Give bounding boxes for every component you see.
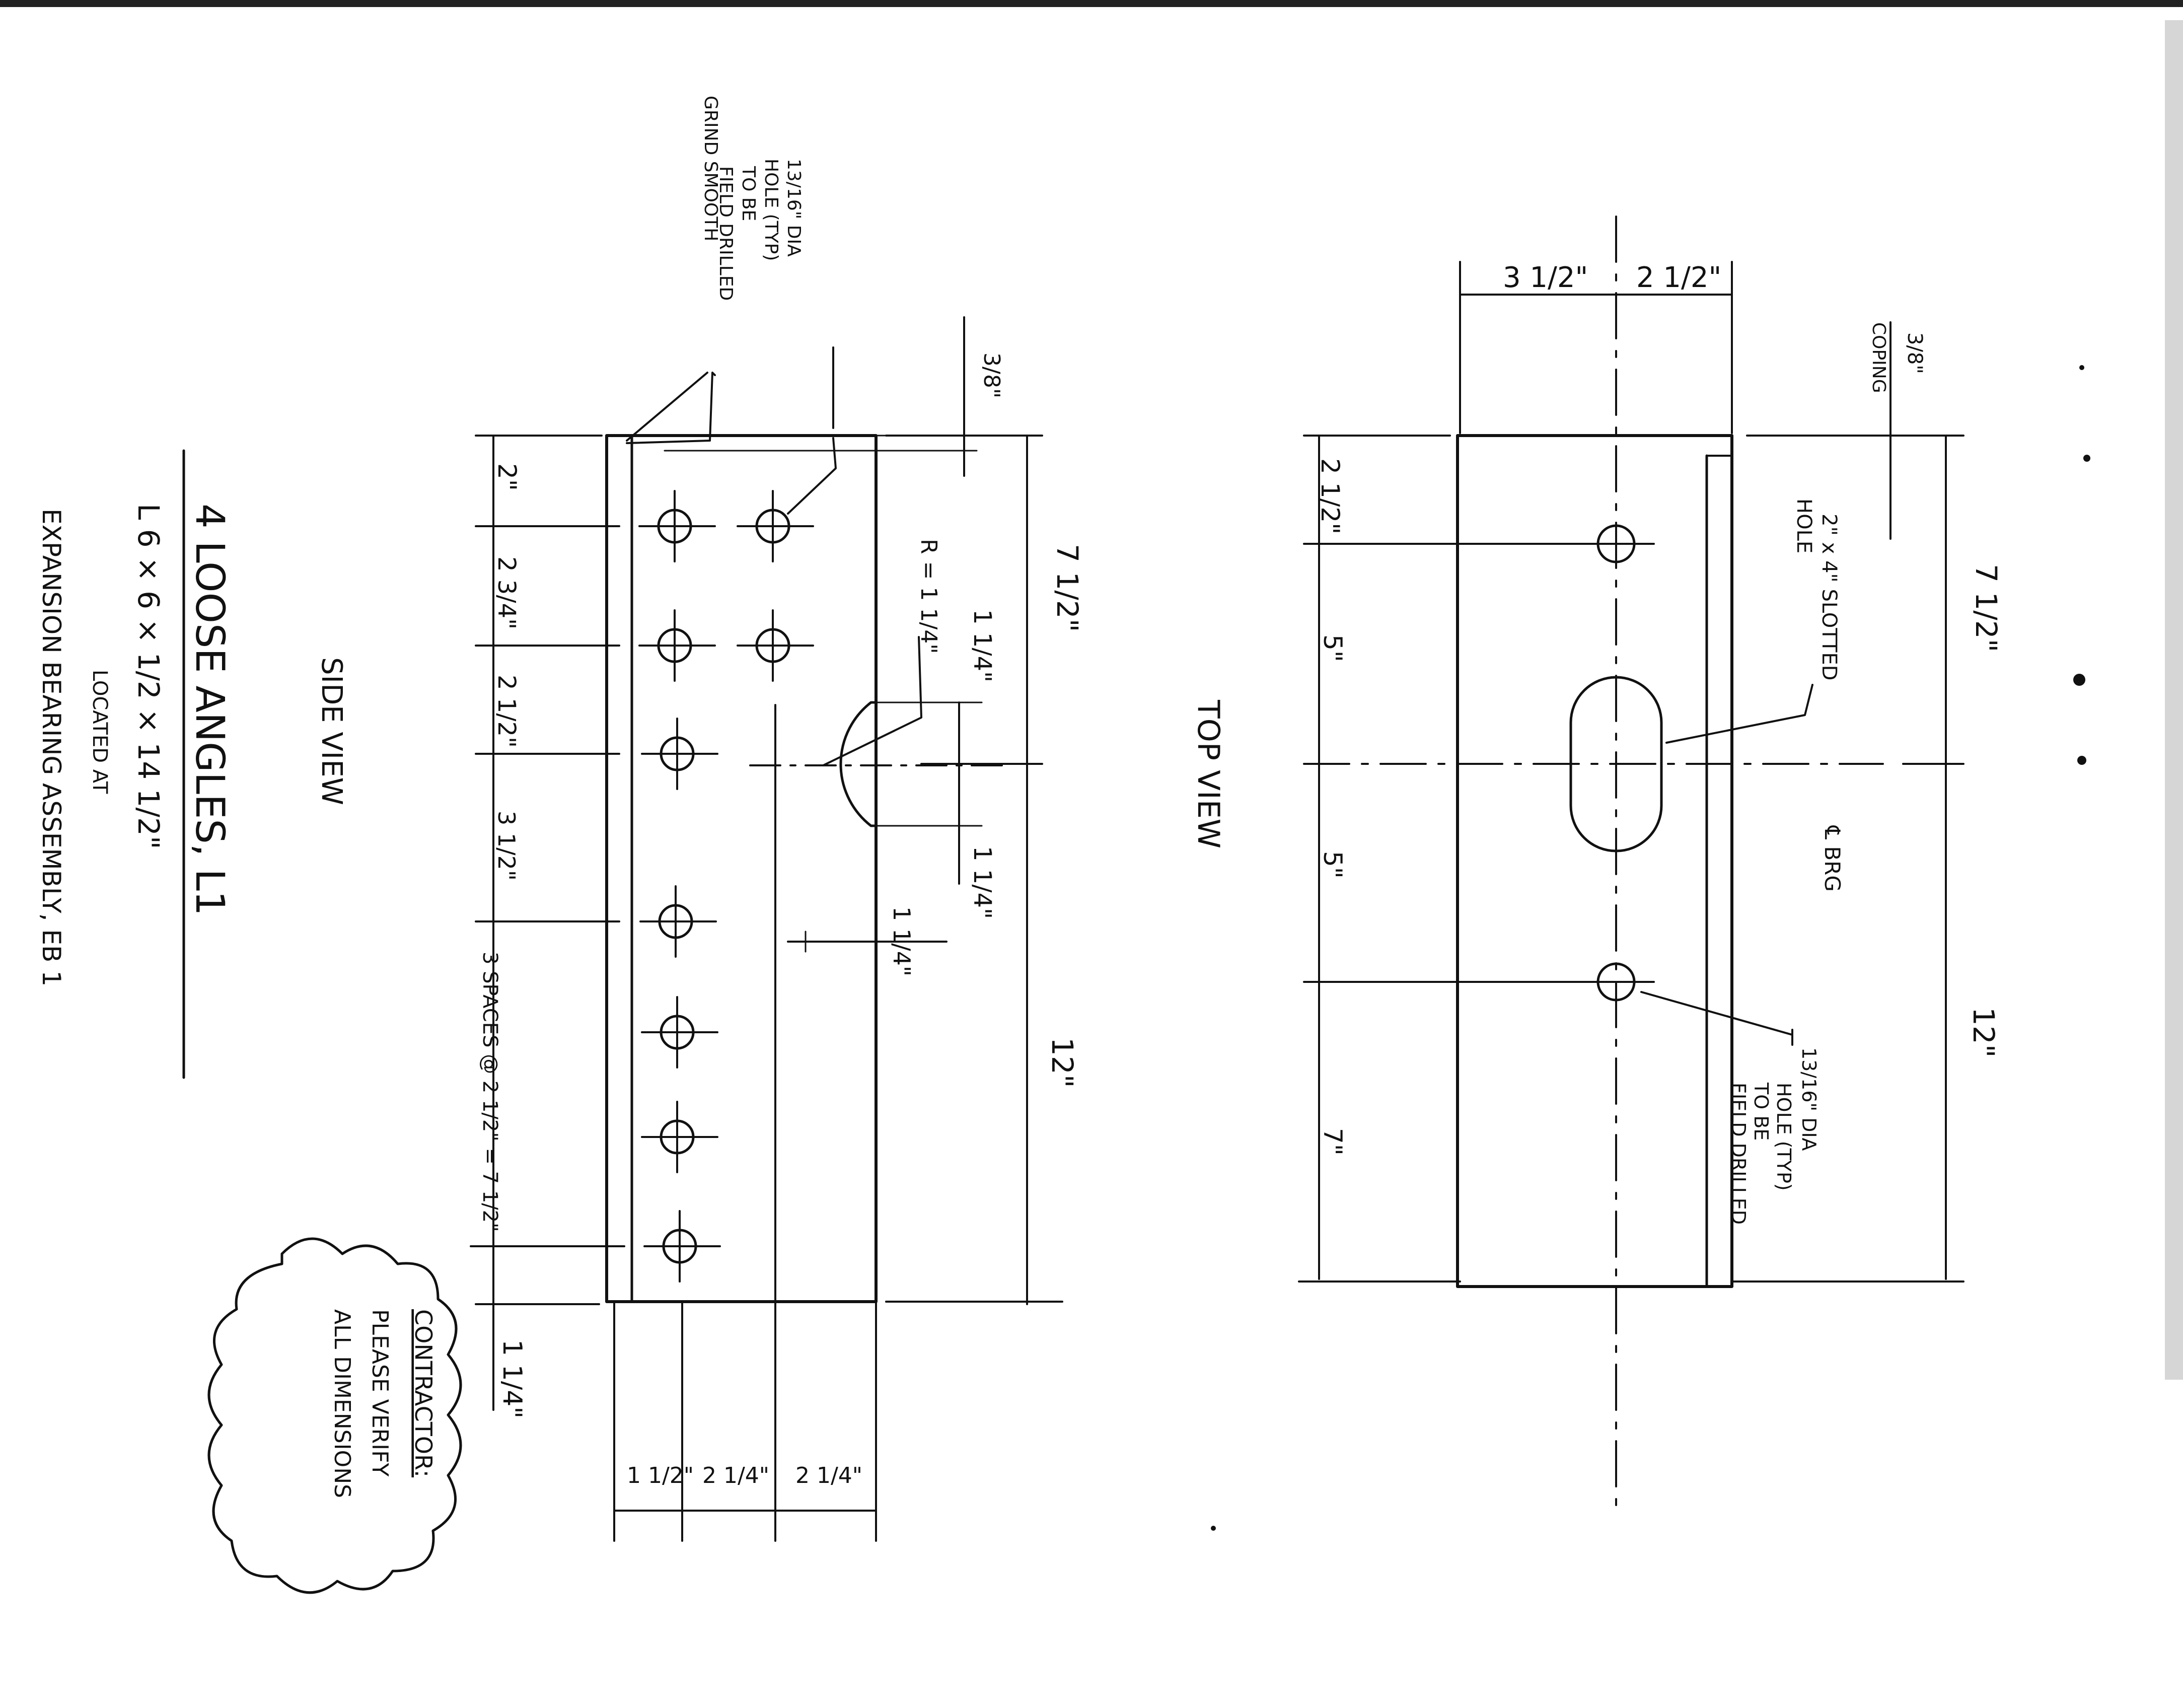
bolt-hole (643, 1210, 721, 1283)
dim-gauge-2: 2 1/4" (702, 1463, 769, 1488)
dim-side-total-left: 7 1/2" (1050, 544, 1084, 632)
side-hole-note-3: TO BE (738, 166, 759, 221)
contractor-cloud-note: CONTRACTOR: PLEASE VERIFY ALL DIMENSIONS (207, 1237, 462, 1594)
bolt-hole (641, 718, 718, 790)
hole-leader (787, 437, 837, 515)
dim-top-spacing-3: 5" (1318, 851, 1347, 879)
cloud-line1: PLEASE VERIFY (367, 1309, 393, 1476)
cloud-outline (207, 1237, 462, 1594)
dim-top-spacing-4: 7" (1318, 1128, 1347, 1156)
dim-spacing-3: 2 1/2" (492, 675, 521, 748)
dim-spacing-1: 2" (492, 463, 522, 491)
dim-side-total-right: 12" (1045, 1037, 1079, 1088)
grind-arrow (626, 372, 708, 442)
bolt-hole (641, 1101, 718, 1173)
cloud-line2: ALL DIMENSIONS (329, 1309, 355, 1498)
side-view-label: SIDE VIEW (315, 657, 348, 805)
top-hole-note-2: HOLE (TYP) (1773, 1083, 1795, 1191)
dim-slot-top: 1 1/4" (968, 609, 996, 682)
dim-spacing-2: 2 3/4" (492, 556, 521, 629)
dim-gauge-1: 1 1/2" (627, 1463, 694, 1488)
stray-mark (2079, 365, 2084, 370)
dim-top-total-right: 12" (1967, 1007, 2001, 1057)
side-spacing-ext-lines (470, 435, 625, 1305)
dim-edge-bottom: 1 1/4" (497, 1339, 527, 1418)
drawing-title: 4 LOOSE ANGLES, L1 (187, 504, 232, 916)
dim-top-thk: 3/8" (979, 352, 1004, 398)
dim-slot-bottom: 1 1/4" (968, 846, 996, 919)
top-hole-leader (1640, 991, 1793, 1036)
bolt-hole (638, 609, 716, 682)
dim-top-width-right: 2 1/2" (1636, 261, 1721, 294)
top-plate-outline (1456, 434, 1733, 1288)
bolt-hole (737, 490, 814, 562)
coping-dim: 3/8" (1903, 332, 1926, 374)
dim-spacing-4: 3 1/2" (493, 811, 520, 881)
bolt-hole (639, 885, 717, 958)
dim-spacing-5: 3 SPACES @ 2 1/2" = 7 1/2" (478, 952, 501, 1232)
top-hole-note-4: FIELD DRILLED (1727, 1083, 1750, 1225)
stray-mark (2077, 756, 2086, 765)
side-angle-outline (605, 434, 878, 1303)
angle-size: L 6 × 6 × 1/2 × 14 1/2" (131, 504, 166, 849)
dim-slot-depth: 1 1/4" (888, 906, 915, 976)
location-text: EXPANSION BEARING ASSEMBLY, EB 1 (37, 509, 66, 986)
dim-top-total-left: 7 1/2" (1969, 564, 2003, 652)
slot-note-1: 2" x 4" SLOTTED (1817, 514, 1841, 680)
dim-gauge-3: 2 1/4" (795, 1463, 862, 1488)
dim-top-width-left: 3 1/2" (1503, 261, 1588, 294)
side-hole-note-2: HOLE (TYP) (761, 159, 781, 261)
stray-mark (1211, 1526, 1216, 1531)
slot-leader (1665, 684, 1813, 744)
top-hole-note-3: TO BE (1750, 1082, 1772, 1141)
side-view: 3/8" 7 1/2" 12" 1 1/4" 1 1/4" 1 1/4" R =… (315, 96, 1084, 1542)
scan-edge-top (0, 0, 2183, 7)
grind-note: GRIND SMOOTH (700, 96, 721, 241)
stray-mark (2073, 674, 2085, 686)
side-hole-note-1: 13/16" DIA (783, 159, 804, 257)
scan-edge-right (2165, 20, 2183, 1380)
top-hole-note-1: 13/16" DIA (1798, 1047, 1820, 1151)
side-hole-note: 13/16" DIA HOLE (TYP) TO BE FIELD DRILLE… (715, 159, 804, 301)
radius-note: R = 1 1/4" (916, 539, 941, 654)
side-hole-note-4: FIELD DRILLED (715, 166, 736, 301)
side-semicircle-notch (839, 701, 878, 827)
dim-top-spacing-2: 5" (1318, 634, 1347, 662)
cloud-heading: CONTRACTOR: (410, 1309, 437, 1477)
dim-top-spacing-1: 2 1/2" (1316, 458, 1345, 534)
coping-note: COPING (1868, 322, 1889, 393)
grind-leader (626, 372, 716, 444)
stray-mark (2083, 455, 2090, 462)
bolt-hole (737, 609, 814, 682)
slot-note-2: HOLE (1792, 499, 1815, 553)
top-view: 3 1/2" 2 1/2" 2 1/2" 5" 5" 7" 7 1/2" 12"… (1191, 216, 2003, 1507)
top-view-label: TOP VIEW (1191, 699, 1226, 848)
radius-leader (822, 636, 922, 766)
located-at: LOCATED AT (88, 670, 111, 794)
bolt-hole (638, 490, 716, 562)
title-block: 4 LOOSE ANGLES, L1 L 6 × 6 × 1/2 × 14 1/… (37, 449, 232, 1079)
top-hole-note: 13/16" DIA HOLE (TYP) TO BE FIELD DRILLE… (1727, 1047, 1820, 1225)
bearing-note: ℄ BRG (1820, 825, 1845, 892)
side-bolt-holes (638, 490, 814, 1283)
bolt-hole (641, 996, 718, 1069)
